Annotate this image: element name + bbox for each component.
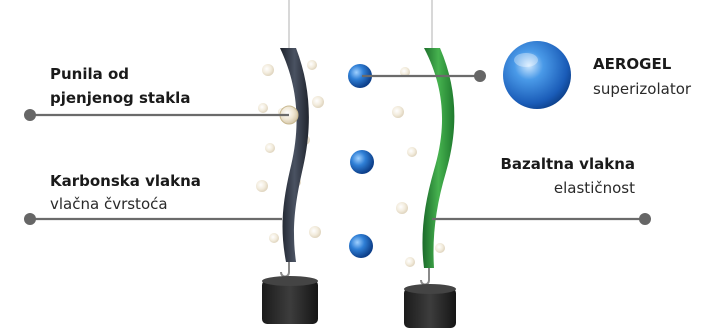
leader-dot-basalt xyxy=(639,213,651,225)
carbon-fiber-strip xyxy=(280,48,309,262)
right-weight xyxy=(404,284,456,328)
leader-dot-carbon xyxy=(24,213,36,225)
right-hook xyxy=(421,268,429,285)
basalt-fiber-title: Bazaltna vlakna xyxy=(500,155,635,173)
aerogel-title: AEROGEL xyxy=(593,55,671,73)
left-hook xyxy=(281,262,289,277)
leader-dot-aerogel xyxy=(474,70,486,82)
aerogel-bead-middle xyxy=(350,150,374,174)
carbon-fiber-title: Karbonska vlakna xyxy=(50,172,201,190)
leader-dot-foam-glass xyxy=(24,109,36,121)
left-weight xyxy=(262,276,318,324)
foam-glass-title-line2: pjenjenog stakla xyxy=(50,89,190,107)
aerogel-bead-bottom xyxy=(349,234,373,258)
basalt-fiber-strip xyxy=(422,48,454,268)
foam-glass-title-line1: Punila od xyxy=(50,65,129,83)
aerogel-sphere xyxy=(503,41,571,109)
carbon-fiber-subtitle: vlačna čvrstoća xyxy=(50,195,168,213)
aerogel-subtitle: superizolator xyxy=(593,80,691,98)
basalt-fiber-subtitle: elastičnost xyxy=(554,179,635,197)
